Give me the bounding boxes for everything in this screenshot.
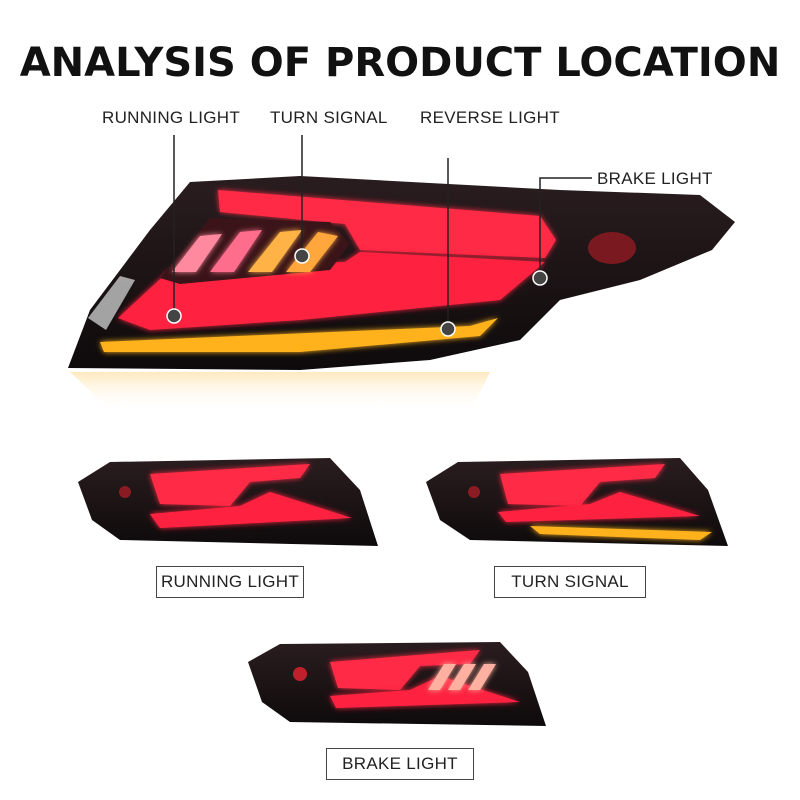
running-light-lamp: [78, 458, 378, 546]
callout-reverse-light: REVERSE LIGHT: [420, 108, 560, 127]
brake-light-lamp: [248, 642, 546, 726]
page-title: ANALYSIS OF PRODUCT LOCATION: [19, 40, 781, 86]
callout-running-light: RUNNING LIGHT: [102, 108, 241, 127]
turn-signal-lamp: [426, 458, 728, 546]
callout-brake-light: BRAKE LIGHT: [597, 169, 713, 188]
mode-label-turn-signal: TURN SIGNAL: [494, 566, 646, 598]
main-taillight: [68, 135, 735, 412]
callout-turn-signal: TURN SIGNAL: [270, 108, 388, 127]
mode-label-running-light: RUNNING LIGHT: [156, 566, 304, 598]
mode-label-brake-light: BRAKE LIGHT: [326, 748, 474, 780]
